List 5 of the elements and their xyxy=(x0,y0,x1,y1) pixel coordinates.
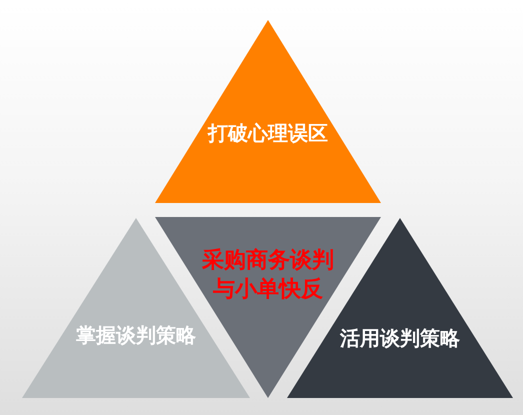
triangle-label: 掌握谈判策略 xyxy=(75,322,197,348)
triangle-label: 活用谈判策略 xyxy=(338,325,461,351)
triangle-label: 打破心理误区 xyxy=(206,120,329,146)
triangle-label: 采购商务谈判与小单快反 xyxy=(201,247,335,304)
triangle-panel xyxy=(155,20,381,203)
